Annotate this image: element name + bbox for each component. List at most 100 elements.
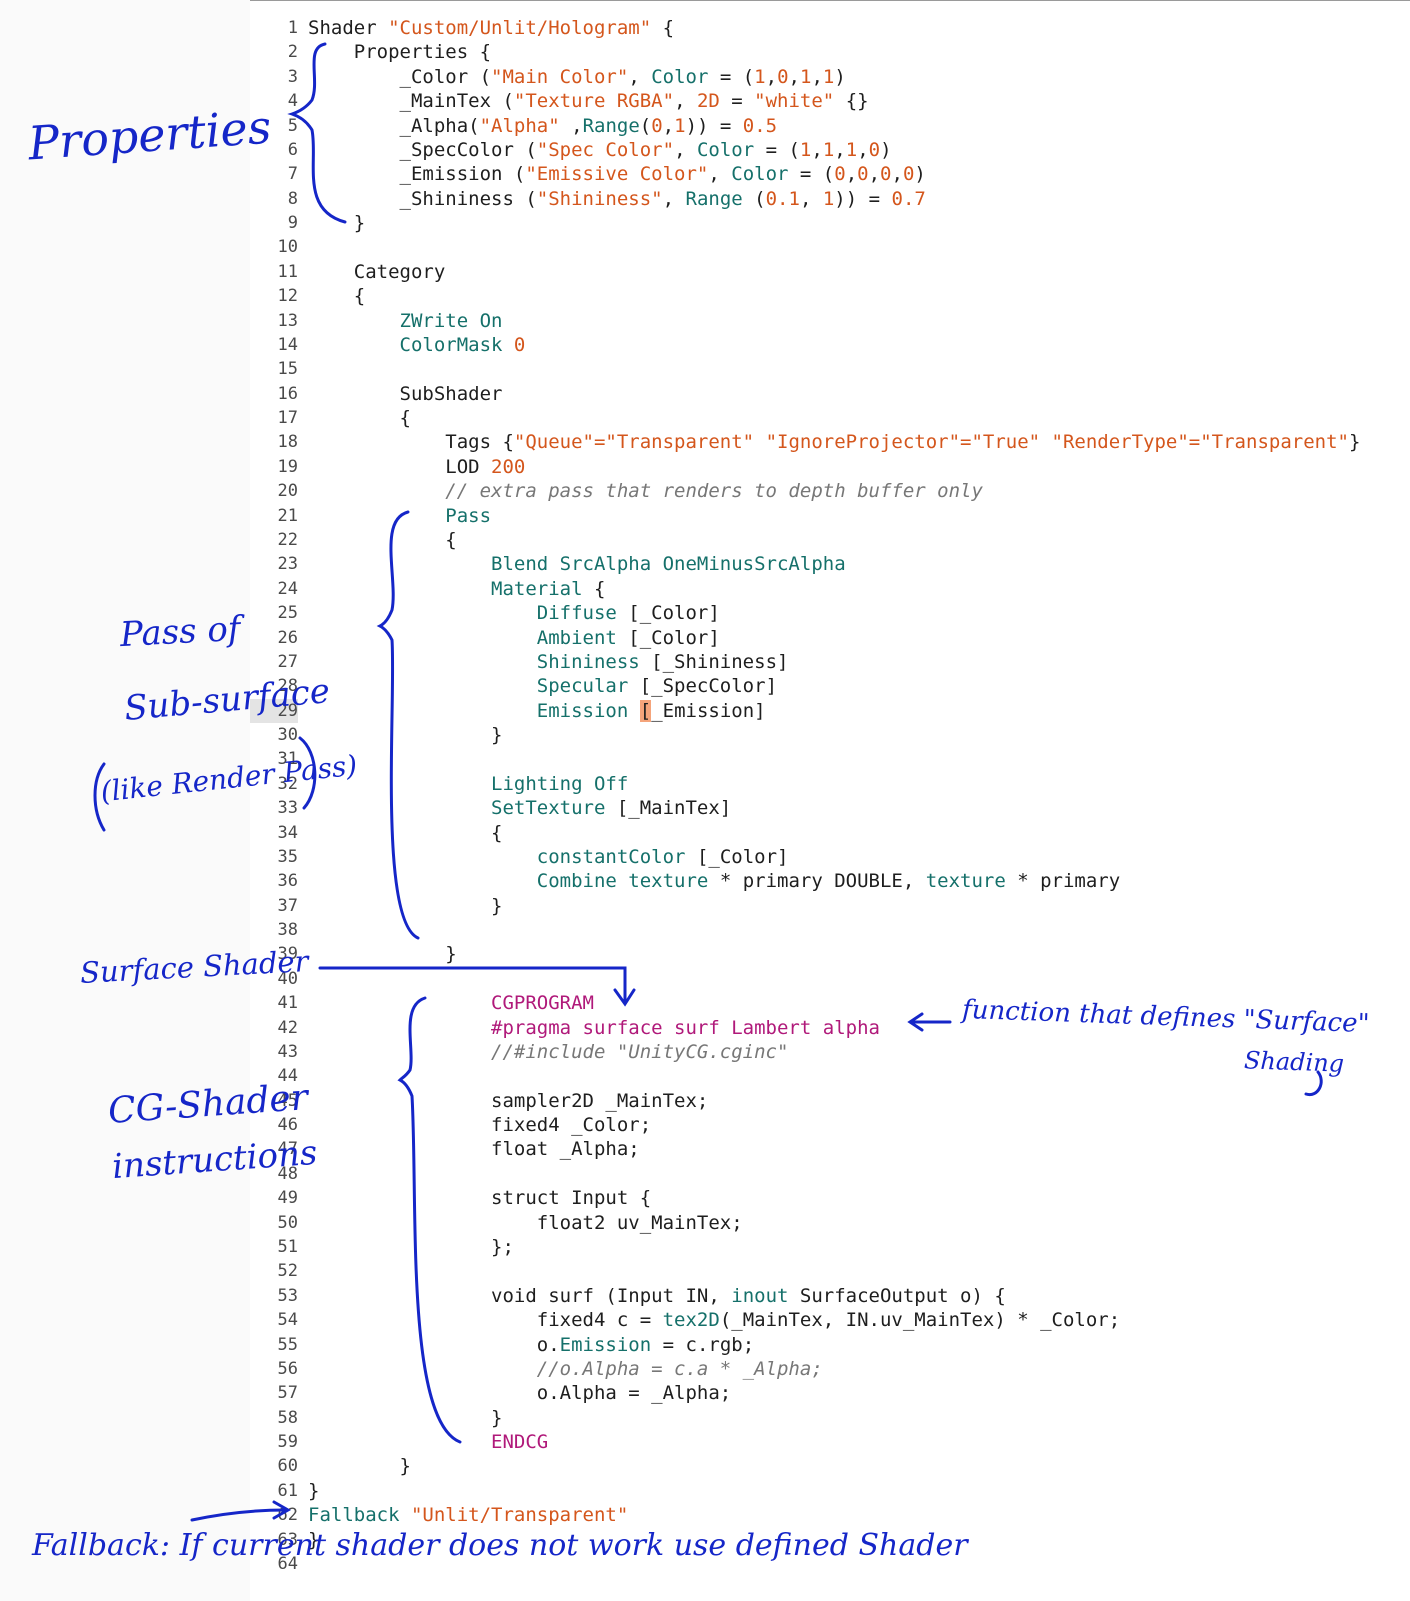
line-number: 24: [277, 578, 298, 599]
line-number: 8: [287, 188, 298, 209]
code-token: constantColor: [308, 845, 686, 868]
code-line[interactable]: 7 _Emission ("Emissive Color", Color = (…: [250, 162, 1410, 186]
code-line[interactable]: 2 Properties {: [250, 40, 1410, 64]
line-source: ColorMask 0: [308, 333, 526, 357]
code-line[interactable]: 29 Emission [_Emission]: [250, 698, 1410, 723]
code-line[interactable]: 58 }: [250, 1406, 1410, 1430]
line-source: Blend SrcAlpha OneMinusSrcAlpha: [308, 552, 846, 576]
code-token: ,: [765, 65, 778, 88]
line-number: 59: [277, 1432, 298, 1453]
code-line[interactable]: 25 Diffuse [_Color]: [250, 601, 1410, 625]
code-line[interactable]: 20 // extra pass that renders to depth b…: [250, 479, 1410, 503]
line-number: 13: [277, 310, 298, 331]
code-token: "Texture RGBA": [513, 90, 675, 113]
code-line[interactable]: 34 {: [250, 821, 1410, 845]
code-line[interactable]: 54 fixed4 c = tex2D(_MainTex, IN.uv_Main…: [250, 1308, 1410, 1332]
code-line[interactable]: 15: [250, 357, 1410, 381]
code-line[interactable]: 60 }: [250, 1454, 1410, 1478]
code-token: }: [308, 943, 457, 966]
code-line[interactable]: 61}: [250, 1479, 1410, 1503]
code-line[interactable]: 31: [250, 747, 1410, 771]
line-source: Specular [_SpecColor]: [308, 674, 777, 698]
code-token: inout: [731, 1284, 789, 1307]
code-line[interactable]: 41 CGPROGRAM: [250, 991, 1410, 1015]
code-token: Material: [308, 577, 583, 600]
code-line[interactable]: 16 SubShader: [250, 382, 1410, 406]
line-number: 16: [277, 383, 298, 404]
code-line[interactable]: 48: [250, 1162, 1410, 1186]
code-token: 0: [880, 163, 892, 186]
code-line[interactable]: 11 Category: [250, 260, 1410, 284]
code-line[interactable]: 53 void surf (Input IN, inout SurfaceOut…: [250, 1284, 1410, 1308]
code-token: Tags {: [308, 431, 514, 454]
code-line[interactable]: 52: [250, 1259, 1410, 1283]
line-source: Tags {"Queue"="Transparent" "IgnoreProje…: [308, 430, 1360, 454]
code-token: (_MainTex, IN.uv_MainTex) * _Color;: [719, 1309, 1121, 1332]
code-line[interactable]: 55 o.Emission = c.rgb;: [250, 1333, 1410, 1357]
code-token: (: [639, 114, 652, 137]
code-token: 0: [902, 163, 915, 186]
code-line[interactable]: 44: [250, 1064, 1410, 1088]
code-line[interactable]: 9 }: [250, 211, 1410, 235]
code-token: _Emission]: [651, 699, 766, 722]
code-line[interactable]: 49 struct Input {: [250, 1186, 1410, 1210]
code-line[interactable]: 46 fixed4 _Color;: [250, 1113, 1410, 1137]
code-line[interactable]: 63}: [250, 1528, 1410, 1552]
code-line[interactable]: 64: [250, 1552, 1410, 1576]
code-line[interactable]: 21 Pass: [250, 504, 1410, 528]
code-line[interactable]: 56 //o.Alpha = c.a * _Alpha;: [250, 1357, 1410, 1381]
code-line[interactable]: 18 Tags {"Queue"="Transparent" "IgnorePr…: [250, 430, 1410, 454]
line-source: struct Input {: [308, 1186, 651, 1210]
code-line[interactable]: 35 constantColor [_Color]: [250, 845, 1410, 869]
code-line[interactable]: 22 {: [250, 528, 1410, 552]
line-source: float _Alpha;: [308, 1137, 640, 1161]
code-line[interactable]: 3 _Color ("Main Color", Color = (1,0,1,1…: [250, 65, 1410, 89]
code-line[interactable]: 19 LOD 200: [250, 455, 1410, 479]
code-line[interactable]: 59 ENDCG: [250, 1430, 1410, 1454]
line-number: 3: [287, 66, 298, 87]
code-line[interactable]: 36 Combine texture * primary DOUBLE, tex…: [250, 869, 1410, 893]
code-line[interactable]: 17 {: [250, 406, 1410, 430]
code-line[interactable]: 12 {: [250, 284, 1410, 308]
code-line[interactable]: 30 }: [250, 723, 1410, 747]
code-line[interactable]: 47 float _Alpha;: [250, 1137, 1410, 1161]
code-line[interactable]: 14 ColorMask 0: [250, 333, 1410, 357]
code-line[interactable]: 26 Ambient [_Color]: [250, 626, 1410, 650]
code-line[interactable]: 5 _Alpha("Alpha" ,Range(0,1)) = 0.5: [250, 114, 1410, 138]
code-token: fixed4 _Color;: [308, 1114, 652, 1137]
code-line[interactable]: 37 }: [250, 894, 1410, 918]
line-source: Shader "Custom/Unlit/Hologram" {: [308, 16, 674, 40]
code-line[interactable]: 38: [250, 918, 1410, 942]
code-token: {: [651, 17, 675, 39]
code-line[interactable]: 8 _Shininess ("Shininess", Range (0.1, 1…: [250, 187, 1410, 211]
code-line[interactable]: 27 Shininess [_Shininess]: [250, 650, 1410, 674]
code-line[interactable]: 23 Blend SrcAlpha OneMinusSrcAlpha: [250, 552, 1410, 576]
code-token: [_Shininess]: [639, 650, 789, 673]
code-token: ,: [857, 138, 869, 161]
code-line[interactable]: 28 Specular [_SpecColor]: [250, 674, 1410, 698]
code-line[interactable]: 50 float2 uv_MainTex;: [250, 1211, 1410, 1235]
code-line[interactable]: 24 Material {: [250, 577, 1410, 601]
code-line[interactable]: 10: [250, 235, 1410, 259]
code-token: }: [308, 1528, 320, 1551]
code-line[interactable]: 6 _SpecColor ("Spec Color", Color = (1,1…: [250, 138, 1410, 162]
code-line[interactable]: 45 sampler2D _MainTex;: [250, 1089, 1410, 1113]
code-token: ,: [845, 163, 858, 186]
line-source: fixed4 c = tex2D(_MainTex, IN.uv_MainTex…: [308, 1308, 1120, 1332]
code-token: "Shininess": [536, 187, 663, 210]
code-line[interactable]: 57 o.Alpha = _Alpha;: [250, 1381, 1410, 1405]
code-line[interactable]: 42 #pragma surface surf Lambert alpha: [250, 1016, 1410, 1040]
code-line[interactable]: 40: [250, 967, 1410, 991]
code-line[interactable]: 43 //#include "UnityCG.cginc": [250, 1040, 1410, 1064]
code-token: [628, 700, 639, 722]
code-line[interactable]: 13 ZWrite On: [250, 309, 1410, 333]
code-line[interactable]: 51 };: [250, 1235, 1410, 1259]
code-line[interactable]: 39 }: [250, 942, 1410, 966]
code-line[interactable]: 4 _MainTex ("Texture RGBA", 2D = "white"…: [250, 89, 1410, 113]
code-line[interactable]: 33 SetTexture [_MainTex]: [250, 796, 1410, 820]
code-line[interactable]: 32 Lighting Off: [250, 772, 1410, 796]
line-number: 58: [277, 1407, 298, 1428]
